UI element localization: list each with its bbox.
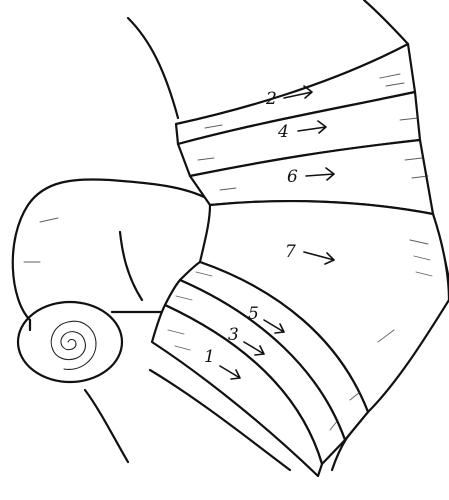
label-2: 2 (265, 89, 277, 109)
label-6: 6 (287, 167, 298, 187)
label-4: 4 (277, 122, 289, 142)
label-3: 3 (228, 325, 239, 345)
label-7: 7 (285, 242, 296, 262)
label-5: 5 (248, 304, 259, 324)
label-1: 1 (204, 347, 215, 367)
roll-spiral (51, 321, 96, 369)
